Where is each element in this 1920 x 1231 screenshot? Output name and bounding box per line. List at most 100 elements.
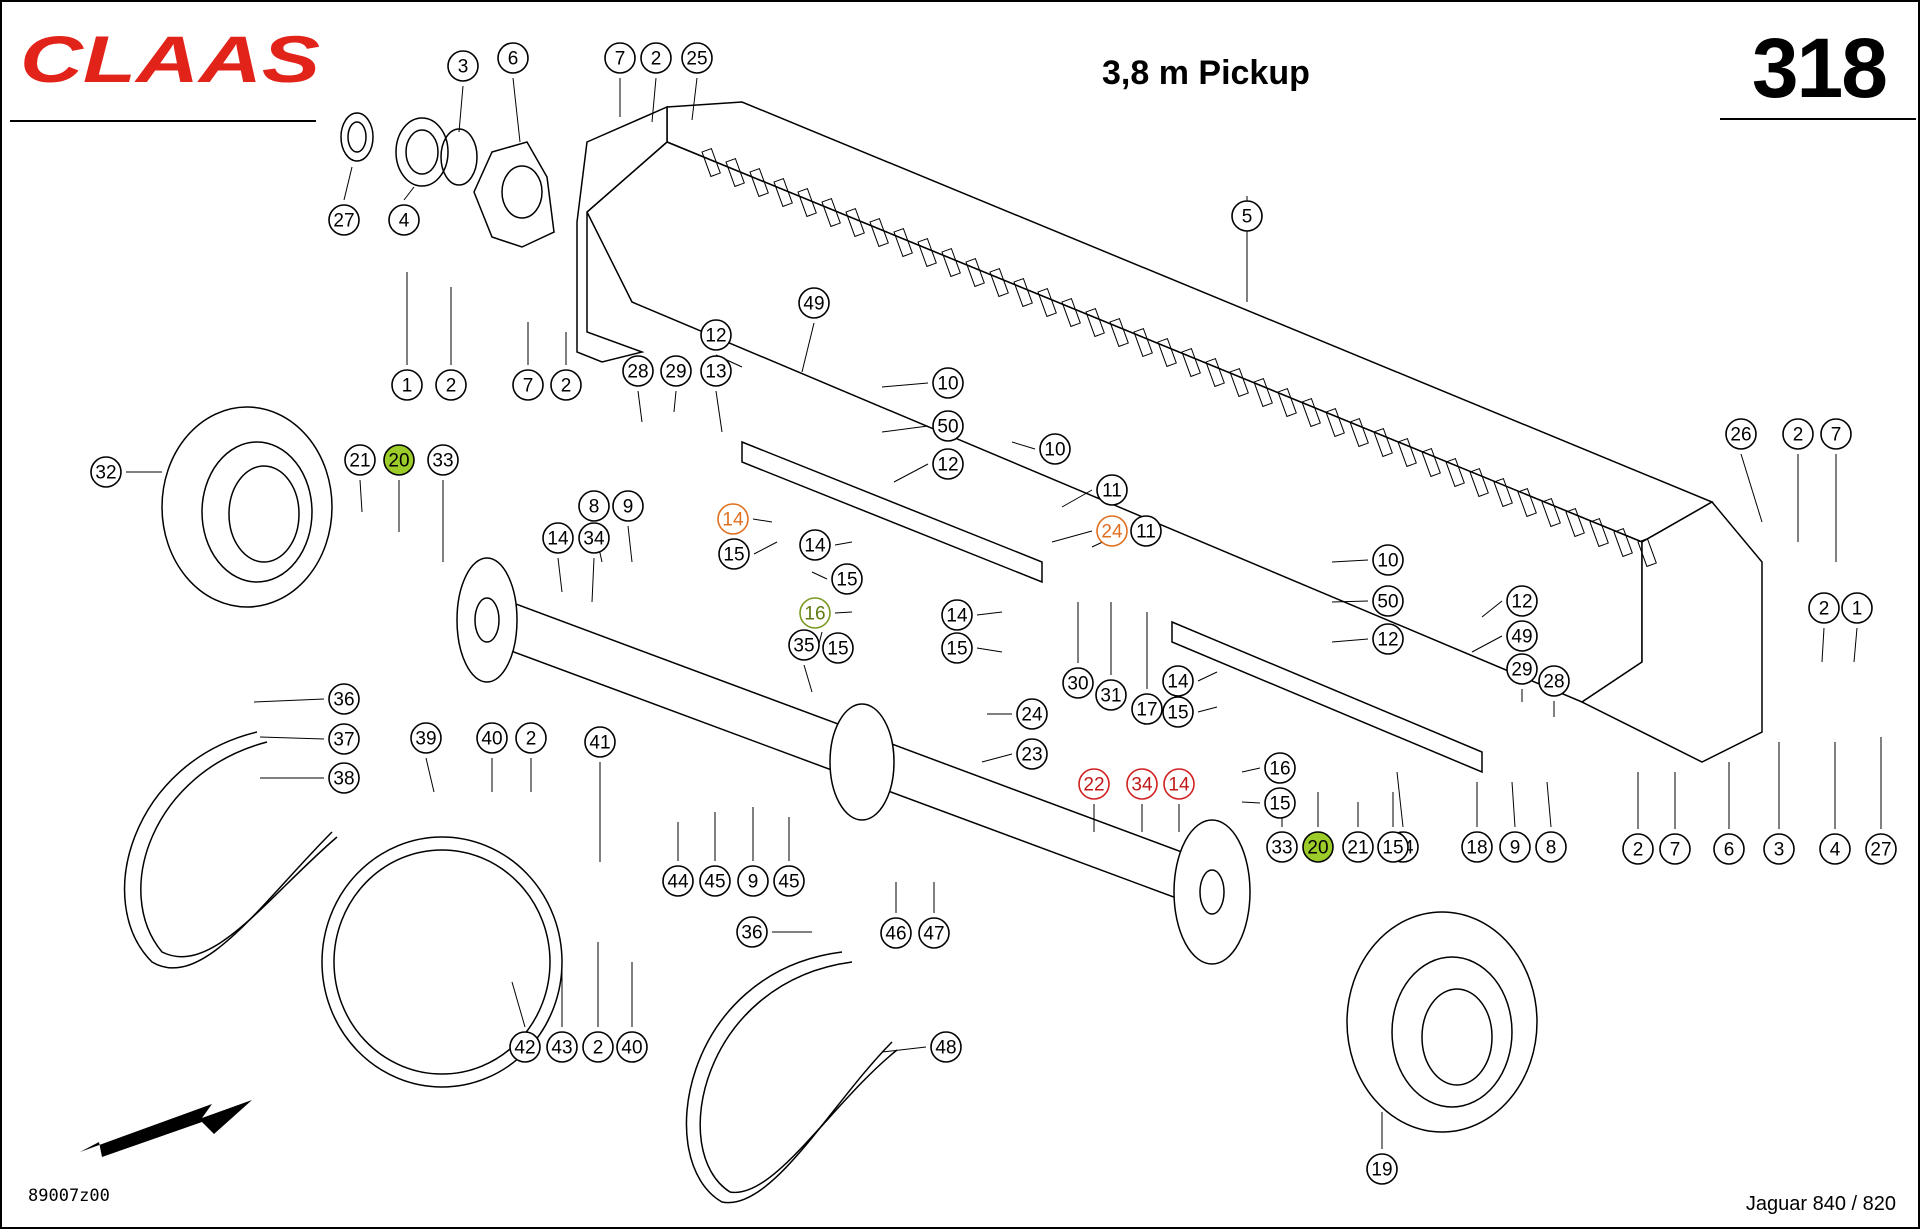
part-callout-9[interactable]: 9 — [1499, 831, 1531, 863]
part-callout-8[interactable]: 8 — [1535, 831, 1567, 863]
part-callout-8[interactable]: 8 — [578, 490, 610, 522]
part-callout-29[interactable]: 29 — [660, 355, 692, 387]
part-callout-14[interactable]: 14 — [1162, 665, 1194, 697]
part-callout-45[interactable]: 45 — [773, 865, 805, 897]
part-callout-14[interactable]: 14 — [941, 599, 973, 631]
part-callout-12[interactable]: 12 — [700, 319, 732, 351]
part-callout-41[interactable]: 41 — [584, 726, 616, 758]
part-callout-49[interactable]: 49 — [1506, 620, 1538, 652]
part-callout-14[interactable]: 14 — [799, 529, 831, 561]
part-callout-2[interactable]: 2 — [1782, 418, 1814, 450]
part-callout-45[interactable]: 45 — [699, 865, 731, 897]
part-callout-33[interactable]: 33 — [1266, 831, 1298, 863]
part-callout-2[interactable]: 2 — [640, 42, 672, 74]
part-callout-15[interactable]: 15 — [822, 632, 854, 664]
part-callout-17[interactable]: 17 — [1131, 693, 1163, 725]
part-callout-29[interactable]: 29 — [1506, 653, 1538, 685]
part-callout-14[interactable]: 14 — [1163, 768, 1195, 800]
part-callout-10[interactable]: 10 — [932, 367, 964, 399]
part-callout-22[interactable]: 22 — [1078, 768, 1110, 800]
part-callout-7[interactable]: 7 — [512, 369, 544, 401]
part-callout-2[interactable]: 2 — [435, 369, 467, 401]
part-callout-15[interactable]: 15 — [718, 538, 750, 570]
part-callout-6[interactable]: 6 — [1713, 833, 1745, 865]
part-callout-15[interactable]: 15 — [831, 563, 863, 595]
part-callout-36[interactable]: 36 — [736, 916, 768, 948]
part-callout-47[interactable]: 47 — [918, 917, 950, 949]
part-callout-19[interactable]: 19 — [1366, 1153, 1398, 1185]
part-callout-4[interactable]: 4 — [388, 204, 420, 236]
part-callout-35[interactable]: 35 — [788, 629, 820, 661]
part-callout-18[interactable]: 18 — [1461, 831, 1493, 863]
part-callout-3[interactable]: 3 — [447, 50, 479, 82]
part-callout-31[interactable]: 31 — [1095, 679, 1127, 711]
part-callout-20[interactable]: 20 — [1302, 831, 1334, 863]
part-callout-14[interactable]: 14 — [717, 503, 749, 535]
part-callout-26[interactable]: 26 — [1725, 418, 1757, 450]
part-callout-38[interactable]: 38 — [328, 762, 360, 794]
part-callout-34[interactable]: 34 — [1126, 768, 1158, 800]
part-callout-10[interactable]: 10 — [1039, 433, 1071, 465]
part-callout-1[interactable]: 1 — [391, 369, 423, 401]
part-callout-12[interactable]: 12 — [1372, 623, 1404, 655]
part-callout-12[interactable]: 12 — [1506, 585, 1538, 617]
part-callout-23[interactable]: 23 — [1016, 738, 1048, 770]
part-callout-4[interactable]: 4 — [1819, 833, 1851, 865]
part-callout-37[interactable]: 37 — [328, 723, 360, 755]
part-callout-33[interactable]: 33 — [427, 444, 459, 476]
part-callout-27[interactable]: 27 — [328, 204, 360, 236]
part-callout-50[interactable]: 50 — [932, 410, 964, 442]
part-callout-49[interactable]: 49 — [798, 287, 830, 319]
part-callout-34[interactable]: 34 — [578, 522, 610, 554]
part-callout-6[interactable]: 6 — [497, 42, 529, 74]
part-callout-27[interactable]: 27 — [1865, 833, 1897, 865]
part-callout-43[interactable]: 43 — [546, 1031, 578, 1063]
part-callout-11[interactable]: 11 — [1130, 515, 1162, 547]
part-callout-1[interactable]: 1 — [1841, 592, 1873, 624]
part-callout-40[interactable]: 40 — [616, 1031, 648, 1063]
part-callout-15[interactable]: 15 — [1377, 831, 1409, 863]
part-callout-9[interactable]: 9 — [737, 865, 769, 897]
part-callout-48[interactable]: 48 — [930, 1031, 962, 1063]
part-callout-30[interactable]: 30 — [1062, 667, 1094, 699]
part-callout-2[interactable]: 2 — [1808, 592, 1840, 624]
part-callout-50[interactable]: 50 — [1372, 585, 1404, 617]
part-callout-2[interactable]: 2 — [550, 369, 582, 401]
part-callout-2[interactable]: 2 — [1622, 833, 1654, 865]
part-callout-44[interactable]: 44 — [662, 865, 694, 897]
part-callout-11[interactable]: 11 — [1096, 474, 1128, 506]
part-callout-13[interactable]: 13 — [700, 355, 732, 387]
part-callout-39[interactable]: 39 — [410, 722, 442, 754]
part-callout-28[interactable]: 28 — [1538, 665, 1570, 697]
part-callout-24[interactable]: 24 — [1016, 698, 1048, 730]
part-callout-2[interactable]: 2 — [515, 722, 547, 754]
part-callout-24[interactable]: 24 — [1096, 515, 1128, 547]
part-callout-7[interactable]: 7 — [1659, 833, 1691, 865]
part-callout-14[interactable]: 14 — [542, 522, 574, 554]
part-callout-21[interactable]: 21 — [1342, 831, 1374, 863]
part-callout-36[interactable]: 36 — [328, 683, 360, 715]
part-callout-2[interactable]: 2 — [582, 1031, 614, 1063]
part-callout-15[interactable]: 15 — [941, 632, 973, 664]
part-callout-21[interactable]: 21 — [344, 444, 376, 476]
part-callout-40[interactable]: 40 — [476, 722, 508, 754]
part-callout-15[interactable]: 15 — [1264, 787, 1296, 819]
part-callout-25[interactable]: 25 — [681, 42, 713, 74]
part-callout-7[interactable]: 7 — [1820, 418, 1852, 450]
part-callout-5[interactable]: 5 — [1231, 200, 1263, 232]
callout-number: 6 — [508, 49, 519, 70]
part-callout-10[interactable]: 10 — [1372, 544, 1404, 576]
part-callout-15[interactable]: 15 — [1162, 696, 1194, 728]
part-callout-32[interactable]: 32 — [90, 456, 122, 488]
part-callout-28[interactable]: 28 — [622, 355, 654, 387]
callout-circle — [1096, 474, 1128, 506]
part-callout-12[interactable]: 12 — [932, 448, 964, 480]
part-callout-3[interactable]: 3 — [1763, 833, 1795, 865]
part-callout-16[interactable]: 16 — [799, 597, 831, 629]
part-callout-9[interactable]: 9 — [612, 490, 644, 522]
part-callout-46[interactable]: 46 — [880, 917, 912, 949]
part-callout-16[interactable]: 16 — [1264, 752, 1296, 784]
part-callout-42[interactable]: 42 — [509, 1031, 541, 1063]
part-callout-20[interactable]: 20 — [383, 444, 415, 476]
part-callout-7[interactable]: 7 — [604, 42, 636, 74]
